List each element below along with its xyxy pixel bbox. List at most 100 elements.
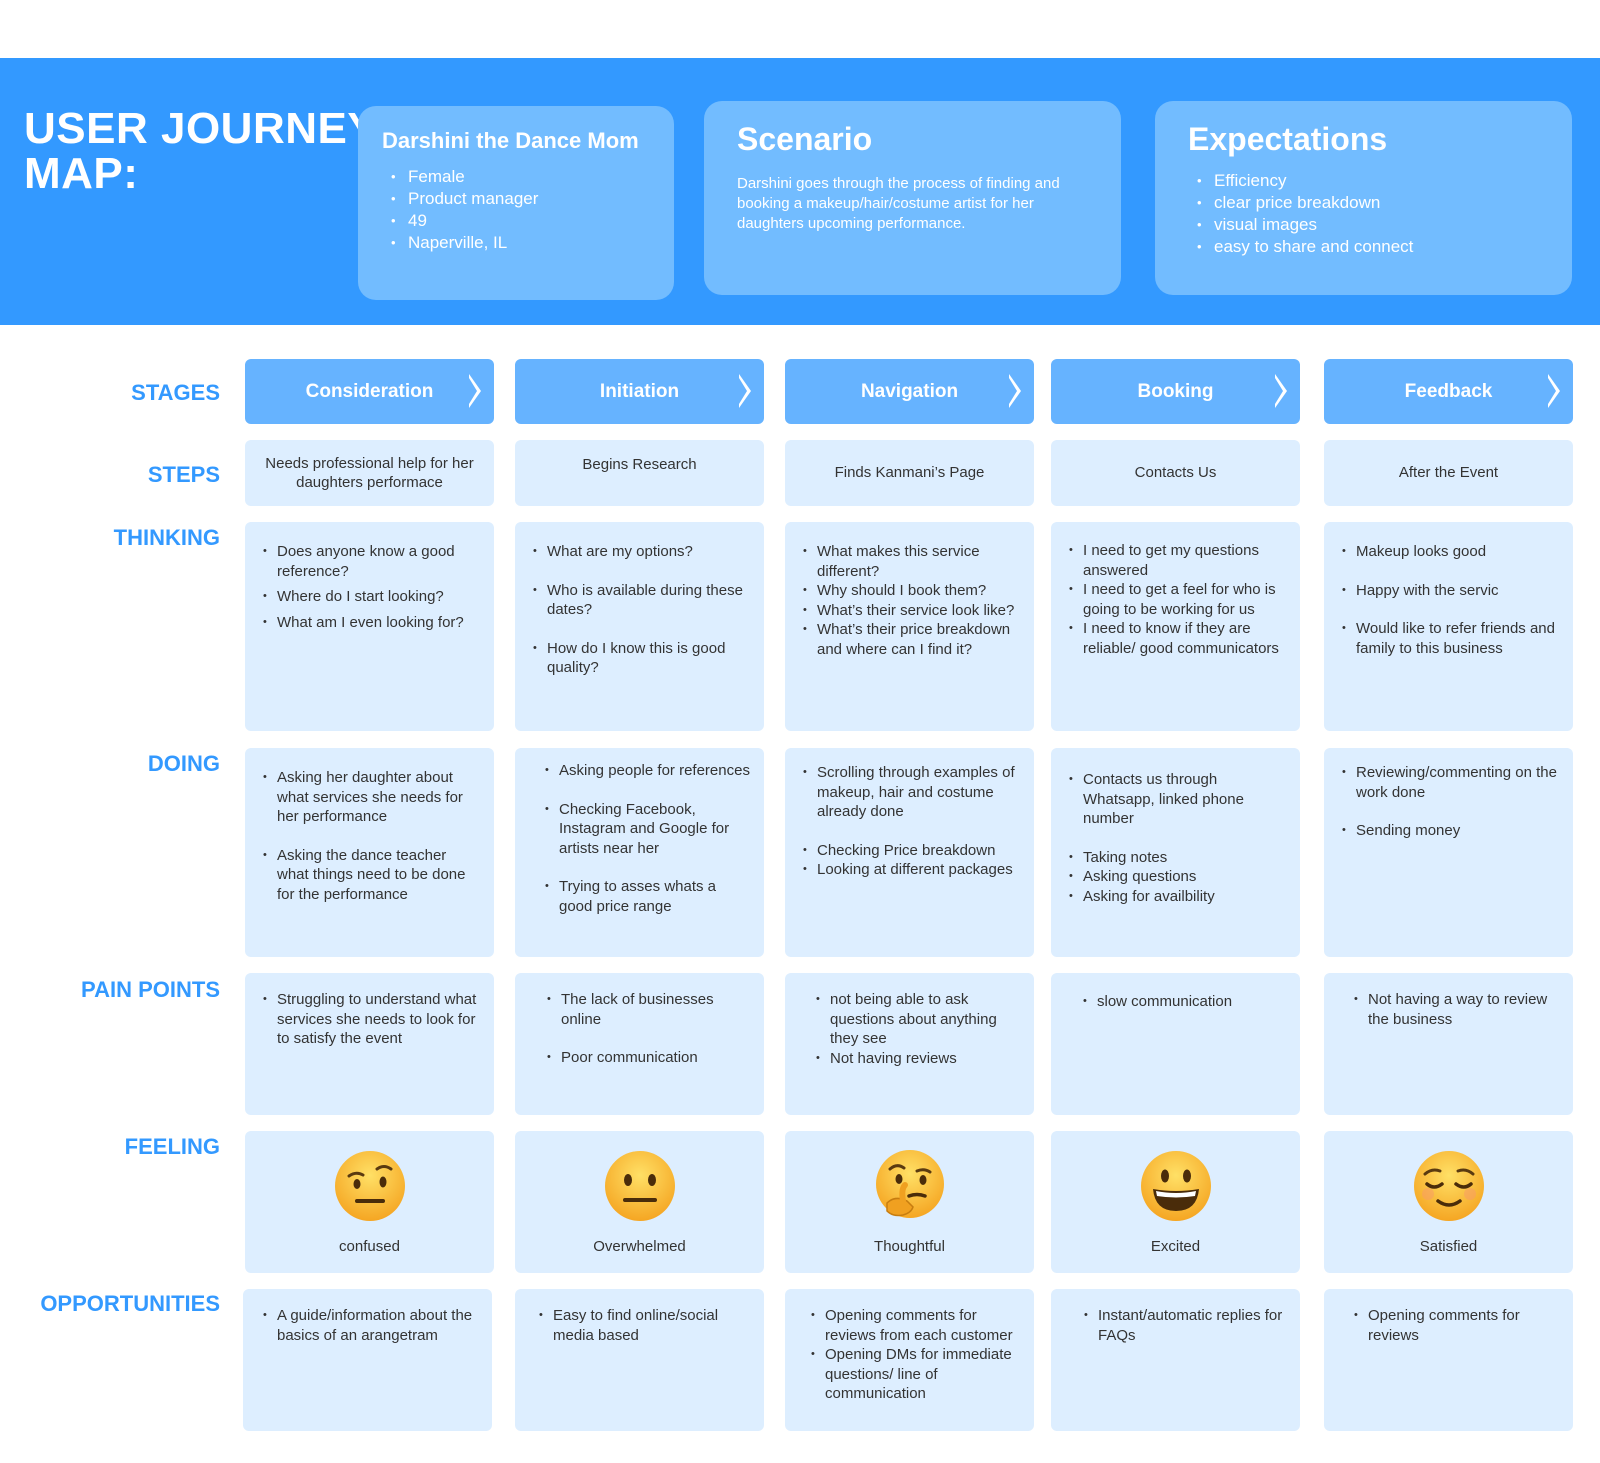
persona-name: Darshini the Dance Mom — [382, 128, 639, 153]
stage-consideration[interactable]: Consideration — [245, 359, 494, 424]
list-item: Asking the dance teacher what things nee… — [263, 846, 480, 905]
list-item: Where do I start looking? — [263, 587, 480, 607]
stage-navigation[interactable]: Navigation — [785, 359, 1034, 424]
expectation-item: easy to share and connect — [1188, 236, 1542, 258]
opportunity-cell: A guide/information about the basics of … — [243, 1289, 492, 1431]
stage-label: Initiation — [599, 380, 680, 402]
list-item: Asking her daughter about what services … — [263, 768, 480, 827]
list-item: Asking for availbility — [1069, 887, 1286, 907]
pain-point-cell: slow communication — [1051, 973, 1300, 1115]
list-item: Opening comments for reviews from each c… — [811, 1306, 1020, 1345]
list-item: Happy with the servic — [1342, 581, 1559, 601]
persona-trait: Naperville, IL — [382, 232, 674, 254]
expectation-item: visual images — [1188, 214, 1542, 236]
step-text: Needs professional help for her daughter… — [265, 454, 474, 492]
neutral-face-icon — [604, 1151, 675, 1221]
scenario-card: Scenario Darshini goes through the proce… — [704, 101, 1121, 295]
grinning-face-icon — [1140, 1151, 1211, 1221]
thinking-cell: Does anyone know a good reference? Where… — [245, 522, 494, 731]
list-item: Who is available during these dates? — [533, 581, 750, 620]
raised-eyebrow-face-icon — [334, 1151, 405, 1221]
pain-point-cell: Not having a way to review the business — [1324, 973, 1573, 1115]
page-title: USER JOURNEY MAP: — [24, 106, 377, 196]
opportunity-cell: Instant/automatic replies for FAQs — [1051, 1289, 1300, 1431]
step-cell: After the Event — [1324, 440, 1573, 506]
step-text: After the Event — [1398, 464, 1499, 482]
step-text: Finds Kanmani’s Page — [834, 464, 985, 482]
scenario-title: Scenario — [737, 121, 873, 157]
list-item: Taking notes — [1069, 848, 1286, 868]
list-item: What am I even looking for? — [263, 613, 480, 633]
list-item: I need to know if they are reliable/ goo… — [1069, 619, 1286, 658]
persona-traits: Female Product manager 49 Naperville, IL — [382, 166, 674, 254]
relieved-face-icon — [1413, 1151, 1484, 1221]
stage-feedback[interactable]: Feedback — [1324, 359, 1573, 424]
doing-cell: Contacts us through Whatsapp, linked pho… — [1051, 748, 1300, 957]
feeling-label: confused — [339, 1238, 400, 1255]
step-text: Begins Research — [582, 456, 697, 473]
feeling-cell: Excited — [1051, 1131, 1300, 1273]
list-item: Trying to asses whats a good price range — [545, 877, 750, 916]
step-cell: Needs professional help for her daughter… — [245, 440, 494, 506]
step-cell: Finds Kanmani’s Page — [785, 440, 1034, 506]
pain-point-cell: Struggling to understand what services s… — [245, 973, 494, 1115]
thinking-face-icon — [875, 1150, 944, 1218]
list-item: I need to get a feel for who is going to… — [1069, 580, 1286, 619]
list-item: Contacts us through Whatsapp, linked pho… — [1069, 770, 1286, 829]
thinking-cell: Makeup looks good Happy with the servic … — [1324, 522, 1573, 731]
list-item: Why should I book them? — [803, 581, 1020, 601]
list-item: How do I know this is good quality? — [533, 639, 750, 678]
list-item: Poor communication — [547, 1048, 750, 1068]
list-item: Not having a way to review the business — [1354, 990, 1559, 1029]
page-title-line2: MAP: — [24, 149, 139, 198]
row-label-thinking: THINKING — [113, 525, 220, 550]
thinking-cell: What are my options? Who is available du… — [515, 522, 764, 731]
expectations-card: Expectations Efficiency clear price brea… — [1155, 101, 1572, 295]
list-item: Scrolling through examples of makeup, ha… — [803, 763, 1020, 822]
list-item: I need to get my questions answered — [1069, 541, 1286, 580]
list-item: Asking people for references — [545, 761, 750, 781]
row-label-pain-points: PAIN POINTS — [81, 977, 220, 1002]
feeling-cell: Overwhelmed — [515, 1131, 764, 1273]
feeling-cell: Satisfied — [1324, 1131, 1573, 1273]
step-text: Contacts Us — [1134, 464, 1217, 482]
pain-point-cell: not being able to ask questions about an… — [785, 973, 1034, 1115]
list-item: Opening comments for reviews — [1354, 1306, 1559, 1345]
list-item: Looking at different packages — [803, 860, 1020, 880]
persona-card: Darshini the Dance Mom Female Product ma… — [358, 106, 674, 300]
list-item: Checking Price breakdown — [803, 841, 1020, 861]
persona-trait: Product manager — [382, 188, 674, 210]
feeling-cell: confused — [245, 1131, 494, 1273]
doing-cell: Asking people for references Checking Fa… — [515, 748, 764, 957]
stage-label: Consideration — [305, 380, 434, 402]
chevron-right-icon — [1275, 374, 1287, 408]
list-item: Struggling to understand what services s… — [263, 990, 480, 1049]
list-item: The lack of businesses online — [547, 990, 750, 1029]
opportunity-cell: Opening comments for reviews — [1324, 1289, 1573, 1431]
row-label-steps: STEPS — [147, 462, 220, 487]
feeling-label: Satisfied — [1419, 1238, 1478, 1255]
stage-booking[interactable]: Booking — [1051, 359, 1300, 424]
expectations-title: Expectations — [1188, 121, 1388, 157]
chevron-right-icon — [1548, 374, 1560, 408]
list-item: slow communication — [1083, 992, 1286, 1012]
list-item: Sending money — [1342, 821, 1559, 841]
chevron-right-icon — [1009, 374, 1021, 408]
stage-label: Booking — [1137, 380, 1214, 402]
opportunity-cell: Opening comments for reviews from each c… — [785, 1289, 1034, 1431]
scenario-text: Darshini goes through the process of fin… — [737, 175, 1060, 232]
list-item: Not having reviews — [816, 1049, 1020, 1069]
chevron-right-icon — [739, 374, 751, 408]
list-item: What are my options? — [533, 542, 750, 562]
list-item: Does anyone know a good reference? — [263, 542, 480, 581]
chevron-right-icon — [469, 374, 481, 408]
list-item: What’s their service look like? — [803, 601, 1020, 621]
opportunity-cell: Easy to find online/social media based — [515, 1289, 764, 1431]
stage-label: Navigation — [860, 380, 959, 402]
stage-initiation[interactable]: Initiation — [515, 359, 764, 424]
doing-cell: Reviewing/commenting on the work done Se… — [1324, 748, 1573, 957]
row-label-doing: DOING — [147, 751, 220, 776]
page-title-line1: USER JOURNEY — [24, 104, 378, 153]
persona-trait: Female — [382, 166, 674, 188]
row-label-opportunities: OPPORTUNITIES — [40, 1291, 220, 1316]
